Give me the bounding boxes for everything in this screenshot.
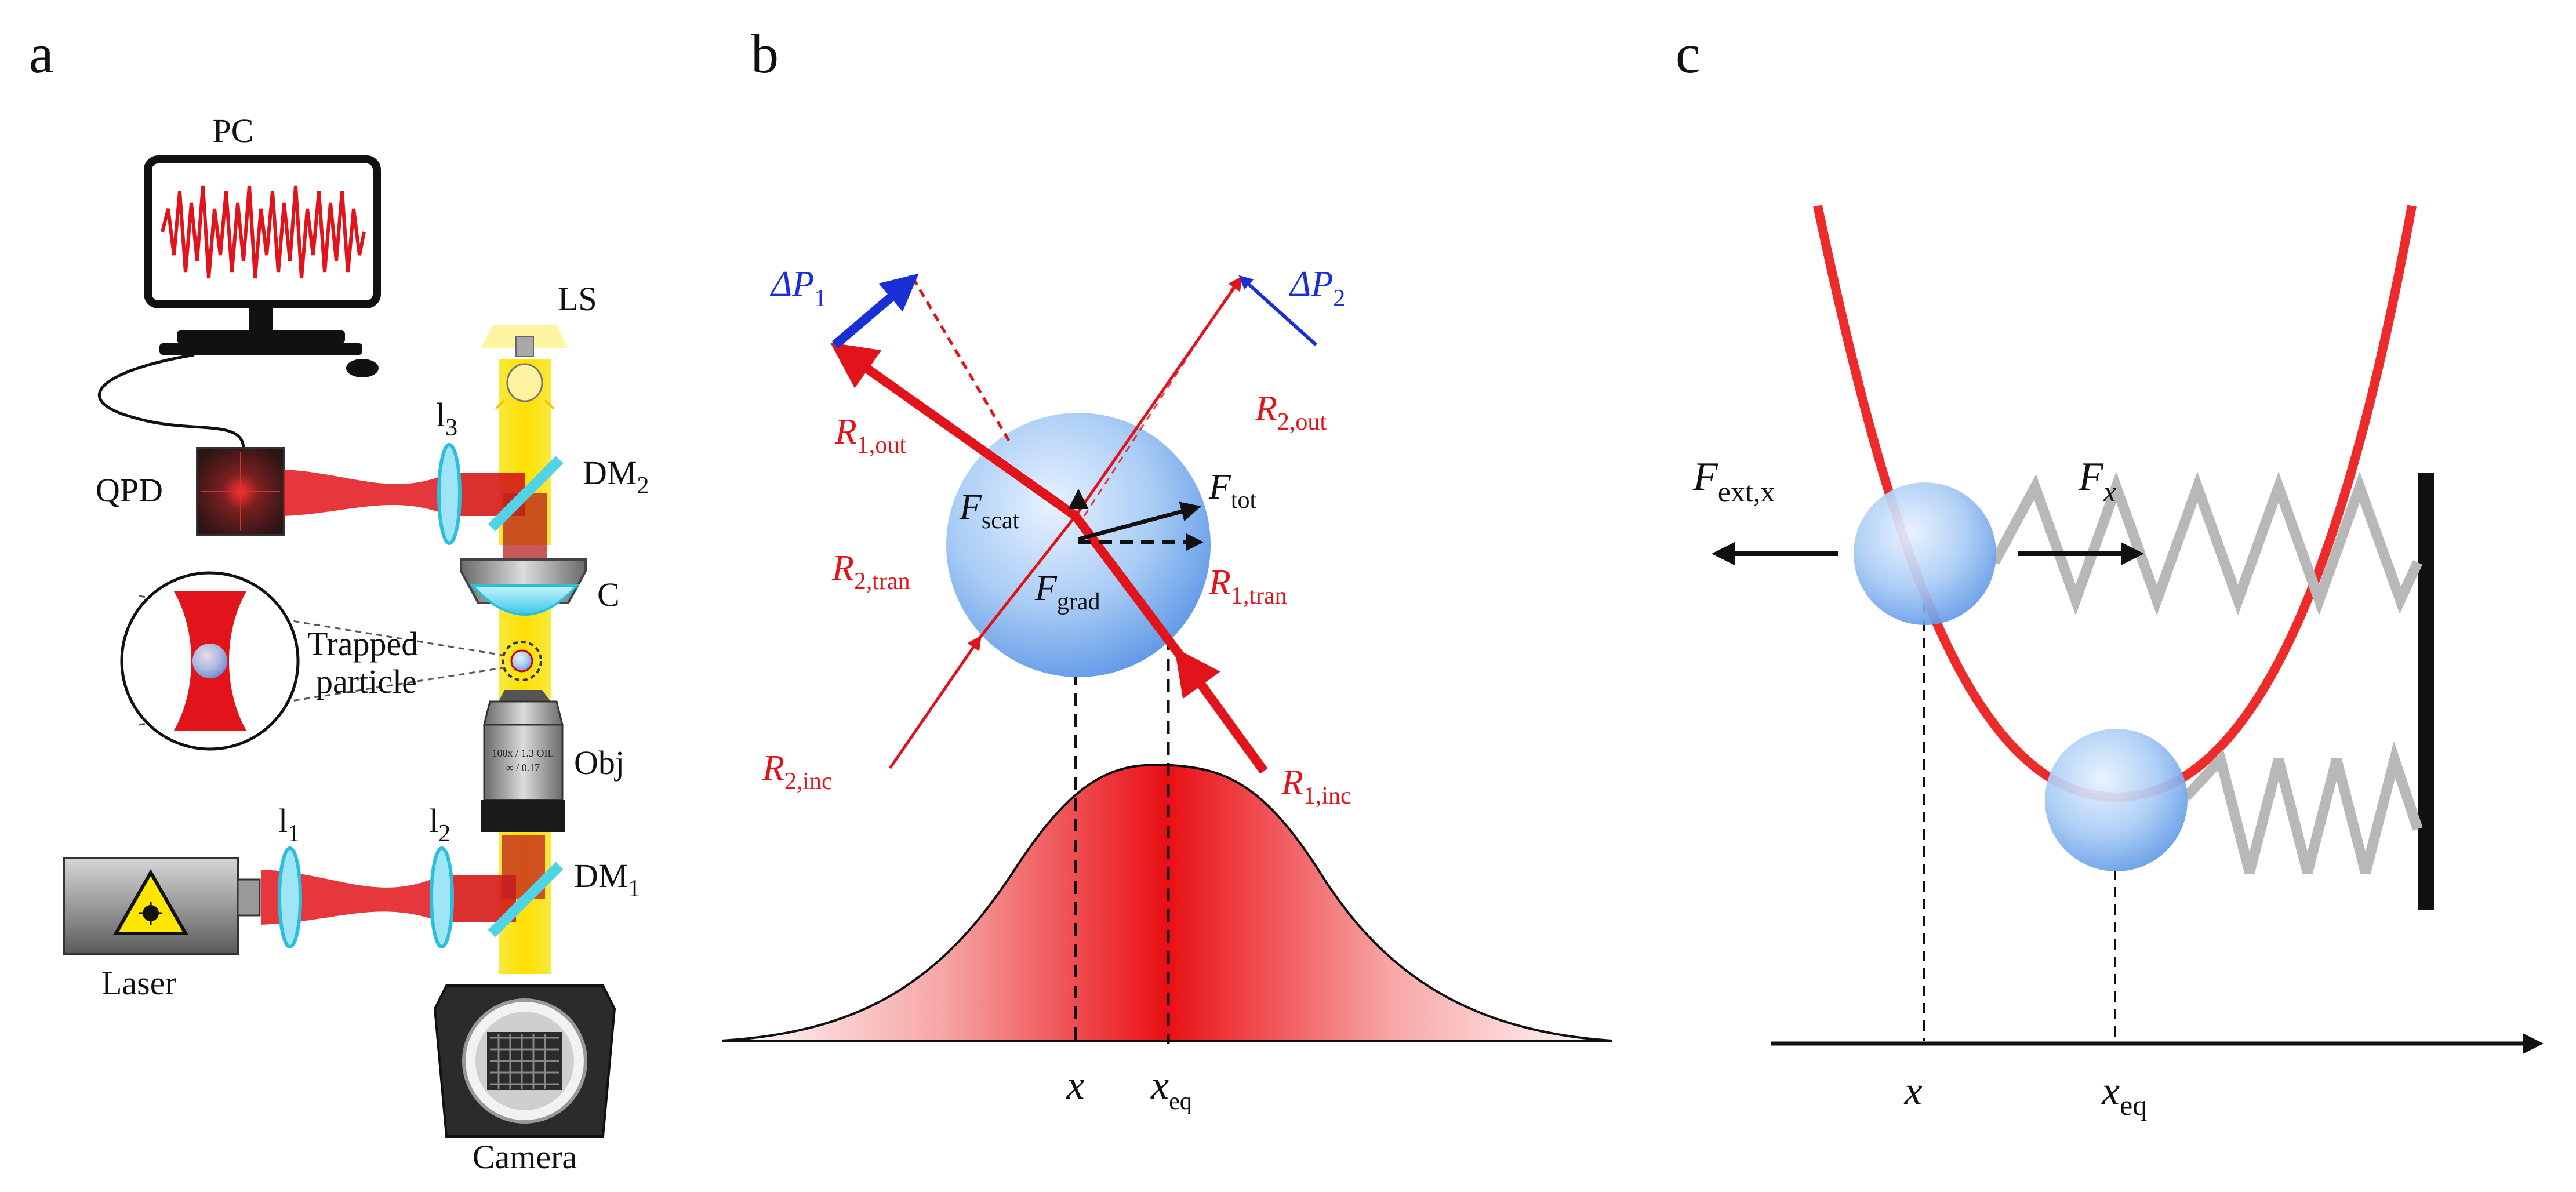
detection-beam (284, 470, 449, 516)
r1-out-label: R1,out (834, 412, 906, 459)
b-xeq-label: xeq (1150, 1063, 1192, 1115)
ray-r1-out (830, 342, 1078, 520)
b-x-label: x (1066, 1063, 1084, 1108)
condenser-icon (460, 558, 587, 616)
gaussian-intensity-profile (721, 764, 1612, 1042)
delta-p1-label: ΔP1 (769, 264, 826, 312)
c-xeq-label: xeq (2101, 1069, 2147, 1121)
r2-inc-label: R2,inc (762, 748, 833, 795)
wall (2418, 473, 2434, 910)
panel-a: a PC QPD LS (29, 23, 649, 1176)
lens-l1-icon (278, 846, 302, 948)
delta-p2-arrow (1238, 275, 1318, 347)
dm2-label: DM2 (583, 454, 649, 499)
panel-a-letter: a (29, 23, 54, 85)
pc-monitor-icon (144, 155, 381, 377)
laser-label: Laser (101, 964, 176, 1002)
panel-b: b ΔP1 ΔP2 R1,out R2,out Fscat Ftot Fgrad (721, 23, 1612, 1115)
f-scat-label: Fscat (959, 488, 1020, 534)
panel-c: c Fext,x Fx x xeq (1676, 23, 2544, 1121)
displaced-particle (1854, 482, 1996, 625)
f-grad-label: Fgrad (1034, 569, 1100, 615)
c-x-label: x (1903, 1069, 1922, 1114)
objective-lens-icon: 100x / 1.3 OIL ∞ / 0.17 (481, 690, 565, 832)
l3-label: l3 (436, 396, 457, 441)
pc-cable (97, 353, 245, 450)
trapped-particle-icon (510, 649, 533, 673)
pc-label: PC (213, 112, 254, 150)
f-tot-arrow (1078, 501, 1201, 542)
camera-label: Camera (473, 1138, 577, 1176)
inset-particle-icon (192, 644, 227, 678)
dichroic-mirror-dm1-icon (488, 862, 564, 937)
r1-tran-label: R1,tran (1208, 563, 1287, 609)
svg-text:100x / 1.3 OIL: 100x / 1.3 OIL (492, 747, 554, 759)
panel-b-letter: b (751, 23, 779, 85)
l2-label: l2 (429, 802, 450, 847)
svg-text:∞ / 0.17: ∞ / 0.17 (506, 762, 540, 773)
light-bulb-icon (481, 325, 568, 410)
trapped-label-line1: Trapped (307, 625, 418, 663)
f-ext-label: Fext,x (1692, 455, 1775, 508)
spring-lower (2182, 741, 2423, 874)
lens-l2-icon (430, 846, 454, 948)
spring-upper (1990, 471, 2423, 616)
panel-c-letter: c (1676, 23, 1701, 85)
f-x-label: Fx (2078, 455, 2116, 508)
trapping-laser-beam (261, 870, 441, 925)
r1-inc-label: R1,inc (1281, 763, 1351, 809)
r2-tran-label: R2,tran (831, 548, 910, 595)
equilibrium-particle (2045, 729, 2188, 871)
delta-p2-label: ΔP2 (1288, 264, 1345, 312)
lens-l3-icon (437, 443, 462, 545)
ray-r2-transmitted (979, 515, 1077, 639)
camera-icon (433, 984, 616, 1138)
dichroic-mirror-dm2-icon (488, 456, 564, 532)
ls-label: LS (558, 280, 597, 318)
ray-r2-incident (888, 635, 982, 769)
f-tot-label: Ftot (1208, 467, 1257, 514)
ray-r1-transmitted (1071, 513, 1184, 658)
c-label: C (597, 576, 620, 613)
qpd-label: QPD (96, 471, 163, 509)
trapped-label-line2: particle (316, 663, 417, 700)
obj-label: Obj (574, 744, 624, 782)
l1-label: l1 (278, 802, 300, 847)
laser-source-icon (63, 857, 261, 955)
delta-p1-arrow (831, 273, 919, 349)
ray-r1-incident (1174, 648, 1268, 774)
r2-out-label: R2,out (1255, 389, 1327, 435)
dm1-label: DM1 (574, 857, 640, 902)
signal-trace-icon (161, 185, 366, 279)
